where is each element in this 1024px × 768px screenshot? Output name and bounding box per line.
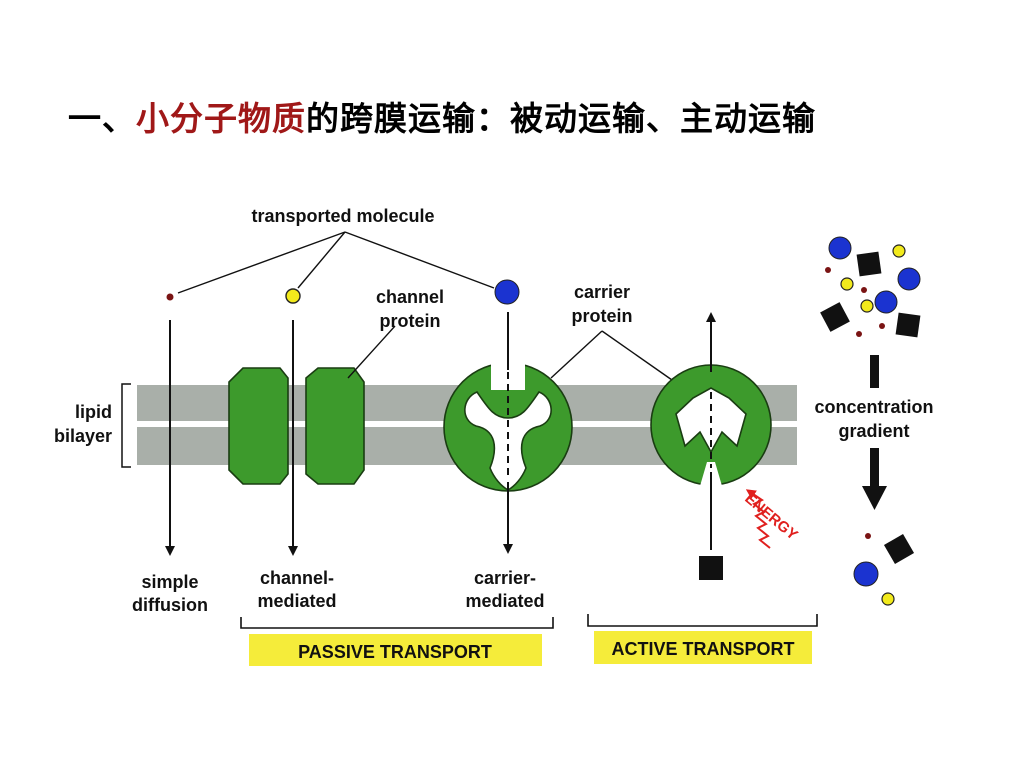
channel-mediated-label-2: mediated: [257, 591, 336, 611]
black-square-molecule: [820, 302, 850, 332]
active-transport-label: ACTIVE TRANSPORT: [611, 639, 794, 659]
simple-label: simple: [141, 572, 198, 592]
carrier-mediated-label-2: mediated: [465, 591, 544, 611]
small-molecule: [865, 533, 871, 539]
title-rest: 的跨膜运输：被动运输、主动运输: [306, 99, 816, 138]
small-molecule: [861, 287, 867, 293]
yellow-molecule: [285, 288, 301, 304]
gradient-arrowhead: [862, 486, 887, 510]
high-concentration-molecules: [820, 236, 921, 338]
gradient-arrow-shaft-bottom: [870, 448, 879, 490]
channel-label: channel: [376, 287, 444, 307]
small-molecule: [879, 323, 885, 329]
carrier-protein-cavity: [464, 391, 552, 491]
channel-protein-label: protein: [380, 311, 441, 331]
channel-mediated-label-1: channel-: [260, 568, 334, 588]
carrier-protein-label: protein: [572, 306, 633, 326]
yellow-molecule: [860, 299, 874, 313]
bilayer-bracket: [121, 383, 131, 468]
title-highlight: 小分子物质: [136, 99, 306, 138]
lipid-label: lipid: [75, 402, 112, 422]
carrier-protein-leaders: [550, 330, 673, 381]
energy-squiggle: [745, 489, 771, 549]
channel-protein-right: [305, 367, 365, 485]
carrier-label: carrier: [574, 282, 630, 302]
concentration-label: concentration: [814, 397, 933, 417]
diffusion-label: diffusion: [132, 595, 208, 615]
gradient-label: gradient: [838, 421, 909, 441]
passive-transport-bar: [249, 634, 542, 666]
yellow-molecule: [881, 592, 895, 606]
active-transport-bracket: [587, 614, 818, 627]
active-transport-bar: [594, 631, 812, 664]
gradient-arrow-shaft-top: [870, 355, 879, 388]
blue-molecule: [494, 279, 520, 305]
small-molecule: [825, 267, 831, 273]
transported-molecule-leaders: [177, 231, 495, 294]
passive-transport-bracket: [240, 617, 554, 629]
title-prefix: 一、: [68, 99, 136, 138]
blue-molecule: [897, 267, 921, 291]
carrier-mediated-label-1: carrier-: [474, 568, 536, 588]
black-square-molecule: [895, 312, 921, 338]
small-molecule: [856, 331, 862, 337]
bilayer-label: bilayer: [54, 426, 112, 446]
transported-molecule-label: transported molecule: [251, 206, 434, 226]
channel-protein-leader: [347, 325, 396, 379]
black-square-molecule: [856, 251, 882, 277]
channel-protein-left: [228, 367, 289, 485]
blue-molecule: [874, 290, 898, 314]
energy-label: ENERGY: [741, 490, 800, 544]
low-concentration-molecules: [853, 533, 915, 606]
black-square-molecule: [883, 533, 915, 565]
active-transport-molecule: [699, 556, 723, 580]
passive-transport-label: PASSIVE TRANSPORT: [298, 642, 492, 662]
yellow-molecule: [892, 244, 906, 258]
blue-molecule: [853, 561, 879, 587]
yellow-molecule: [840, 277, 854, 291]
channel-protein: [228, 367, 365, 485]
slide-title: 一、小分子物质的跨膜运输：被动运输、主动运输: [68, 92, 816, 140]
blue-molecule: [828, 236, 852, 260]
small-molecule: [166, 293, 174, 301]
